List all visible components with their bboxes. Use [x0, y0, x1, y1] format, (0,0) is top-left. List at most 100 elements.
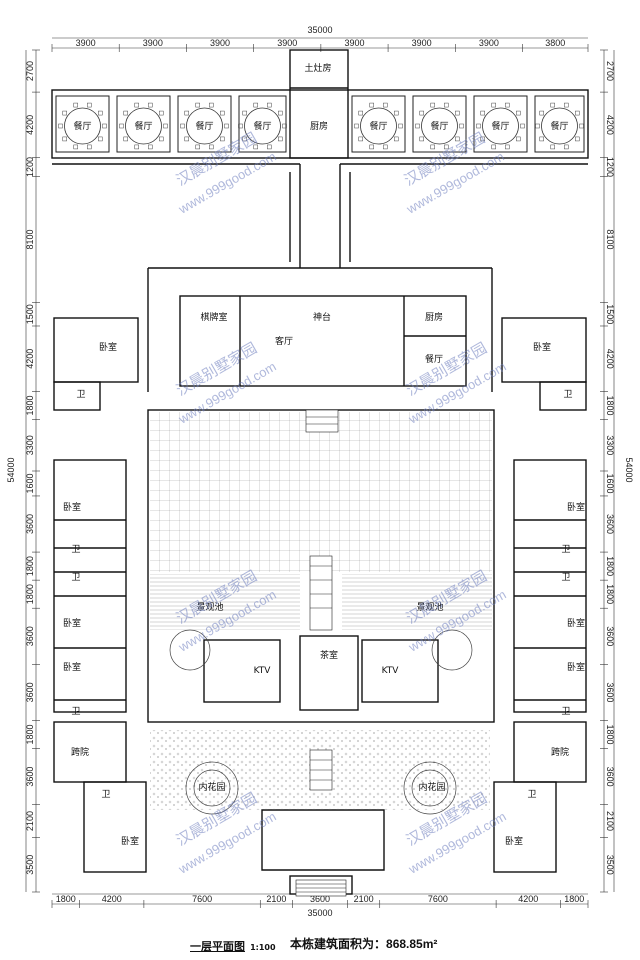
- bedroom-left-bottom-label: 卧室: [121, 835, 139, 847]
- dining-table-5: [421, 107, 458, 145]
- dining-chair: [575, 110, 580, 116]
- dining-chair: [516, 110, 521, 116]
- dining-chair: [148, 144, 153, 150]
- dining-label-2: 餐厅: [195, 120, 213, 132]
- dining-chair: [575, 136, 580, 142]
- side-court-left-label: 跨院: [71, 746, 89, 758]
- dim-top-5: 3900: [412, 38, 432, 48]
- dining-chair: [455, 110, 460, 116]
- dining-chair: [539, 136, 544, 142]
- dim-left-16: 2100: [25, 811, 35, 831]
- bath-right-bottom-label: 卫: [527, 790, 536, 800]
- total-depth-right: 54000: [624, 457, 634, 482]
- dining-chair: [87, 144, 92, 150]
- dining-chair: [180, 123, 185, 129]
- pond-left-water: [150, 574, 300, 630]
- dining-chair: [224, 123, 229, 129]
- dim-right-3: 8100: [605, 229, 615, 249]
- dining-chair: [163, 123, 168, 129]
- dining-table-1: [125, 107, 162, 145]
- dining-bay-0: [55, 95, 110, 153]
- dining-chair: [123, 136, 128, 142]
- dining-chair: [267, 102, 272, 108]
- dining-bay-4: [351, 95, 406, 153]
- dining-chair: [369, 102, 374, 108]
- dining-chair: [134, 102, 139, 108]
- dim-right-1: 4200: [605, 115, 615, 135]
- dining-chair: [98, 110, 103, 116]
- bath-right-1-label: 卫: [561, 545, 570, 555]
- dining-label-7: 餐厅: [550, 120, 568, 132]
- dim-right-7: 3300: [605, 435, 615, 455]
- bath-left-2-label: 卫: [71, 573, 80, 583]
- dim-right-11: 1800: [605, 584, 615, 604]
- dining-chair: [516, 136, 521, 142]
- bedroom-left-top-label: 卧室: [99, 341, 117, 353]
- dining-chair: [535, 123, 540, 129]
- dim-left-1: 4200: [25, 115, 35, 135]
- bath-right-2-label: 卫: [561, 573, 570, 583]
- kitchen-top-label: 厨房: [310, 120, 328, 132]
- dining-chair: [220, 136, 225, 142]
- bedroom-right-bottom-label: 卧室: [505, 835, 523, 847]
- bath-left-top-label: 卫: [76, 390, 85, 400]
- stove-room-label: 土灶房: [304, 62, 331, 74]
- dining-bay-6: [473, 95, 528, 153]
- dim-top-4: 3900: [344, 38, 364, 48]
- bedroom-left-1-label: 卧室: [63, 501, 81, 513]
- dim-bottom-3: 2100: [266, 894, 286, 904]
- dining-chair: [123, 110, 128, 116]
- shrine-label: 神台: [313, 311, 331, 323]
- total-width-bottom: 35000: [307, 908, 332, 918]
- dining-chair: [98, 136, 103, 142]
- dining-chair: [394, 110, 399, 116]
- dining-table-6: [482, 107, 519, 145]
- living-room-label: 客厅: [275, 335, 293, 347]
- dining-chair: [550, 102, 555, 108]
- dining-chair: [278, 136, 283, 142]
- dining-table-0: [64, 107, 101, 145]
- side-court-right-label: 跨院: [551, 746, 569, 758]
- dining-chair: [220, 110, 225, 116]
- dim-left-12: 3600: [25, 626, 35, 646]
- dining-chair: [539, 110, 544, 116]
- plan-caption: 一层平面图 1:100: [190, 935, 276, 954]
- dining-chair: [480, 110, 485, 116]
- dining-bay-5: [412, 95, 467, 153]
- garden-right-label: 内花园: [418, 781, 445, 793]
- dim-left-7: 3300: [25, 435, 35, 455]
- dim-bottom-8: 1800: [564, 894, 584, 904]
- dining-label-0: 餐厅: [73, 120, 91, 132]
- dim-right-8: 1600: [605, 473, 615, 493]
- dining-bay-1: [116, 95, 171, 153]
- dim-bottom-5: 2100: [354, 894, 374, 904]
- dining-chair: [476, 123, 481, 129]
- dining-hall-label: 餐厅: [425, 353, 443, 365]
- dining-chair: [282, 123, 287, 129]
- dim-right-15: 3600: [605, 767, 615, 787]
- dining-chair: [195, 144, 200, 150]
- dim-left-15: 3600: [25, 767, 35, 787]
- dining-chair: [62, 136, 67, 142]
- dim-top-1: 3900: [143, 38, 163, 48]
- kitchen-hall-label: 厨房: [425, 311, 443, 323]
- ktv-left-label: KTV: [254, 666, 272, 676]
- dining-chair: [358, 110, 363, 116]
- dining-chair: [564, 102, 569, 108]
- dim-left-11: 1800: [25, 584, 35, 604]
- dim-top-2: 3900: [210, 38, 230, 48]
- dining-chair: [505, 144, 510, 150]
- dining-table-7: [541, 107, 578, 145]
- dim-right-17: 3500: [605, 855, 615, 875]
- dim-left-10: 1800: [25, 556, 35, 576]
- dining-chair: [134, 144, 139, 150]
- dim-left-5: 4200: [25, 349, 35, 369]
- dining-chair: [383, 144, 388, 150]
- dining-chair: [242, 110, 247, 116]
- bedroom-right-2-label: 卧室: [567, 617, 585, 629]
- dining-chair: [419, 136, 424, 142]
- dim-left-17: 3500: [25, 855, 35, 875]
- dining-chair: [87, 102, 92, 108]
- dining-chair: [505, 102, 510, 108]
- dim-bottom-1: 4200: [102, 894, 122, 904]
